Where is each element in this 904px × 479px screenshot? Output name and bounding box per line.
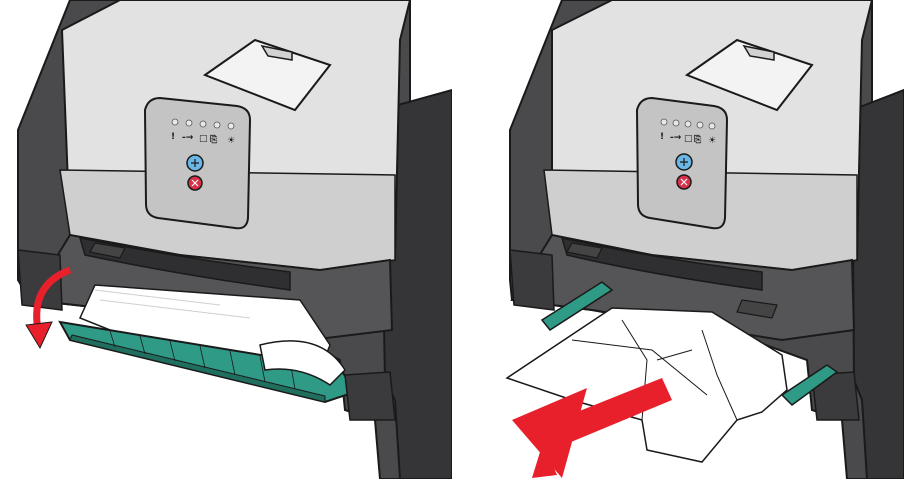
- go-button: [187, 155, 203, 171]
- svg-text:-→: -→: [182, 133, 194, 143]
- step-pull-paper-panel: ! -→ □ ⎘ ☀: [452, 0, 904, 479]
- svg-text:-→: -→: [670, 133, 682, 143]
- printer-open-door-drawing: ! -→ □ ⎘ ☀: [0, 0, 452, 479]
- svg-text:☀: ☀: [227, 136, 235, 146]
- svg-text:!: !: [171, 132, 175, 142]
- go-button: [676, 154, 692, 170]
- cancel-button: [188, 176, 202, 190]
- svg-text:☀: ☀: [708, 136, 716, 146]
- printer-pull-paper-drawing: ! -→ □ ⎘ ☀: [452, 0, 904, 479]
- cancel-button: [677, 175, 691, 189]
- svg-text:□: □: [199, 134, 208, 144]
- svg-text:⎘: ⎘: [694, 134, 702, 145]
- svg-text:□: □: [684, 134, 693, 144]
- svg-text:⎘: ⎘: [210, 134, 218, 145]
- step-open-door-panel: ! -→ □ ⎘ ☀: [0, 0, 452, 479]
- svg-text:!: !: [660, 132, 664, 142]
